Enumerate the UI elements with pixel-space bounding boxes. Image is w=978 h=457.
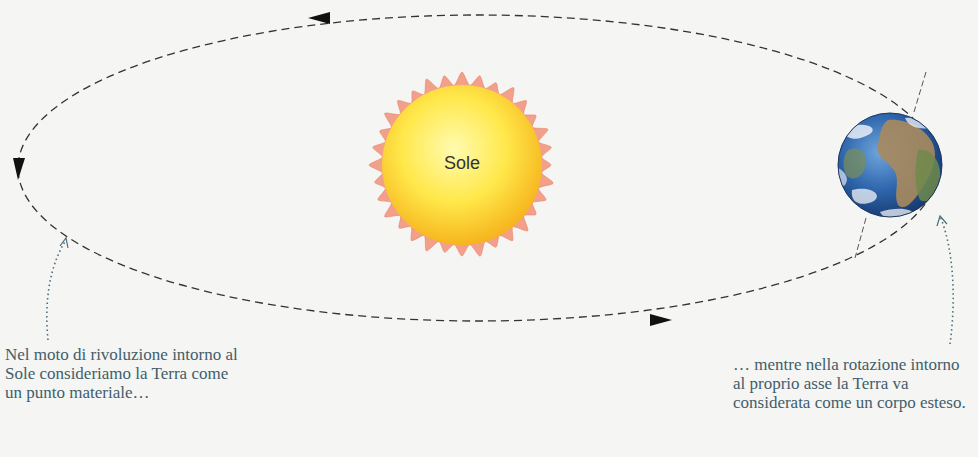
leader-line [47,240,66,340]
leader-line [937,216,947,226]
earth-globe [837,72,942,258]
leader-line [60,238,68,248]
sun-flames [369,72,553,256]
orbit-arrow [650,314,672,326]
leader-line [940,216,953,344]
orbit-arrow [308,12,330,24]
sun-node: Sole [367,70,557,260]
orbit-path [18,15,938,321]
orbit-arrow [13,158,25,180]
sun-disc [382,85,542,245]
caption-note: … mentre nella rotazione intorno al prop… [733,355,973,412]
sun-label: Sole [444,153,480,174]
caption-note: Nel moto di rivoluzione intorno al Sole … [5,345,240,402]
